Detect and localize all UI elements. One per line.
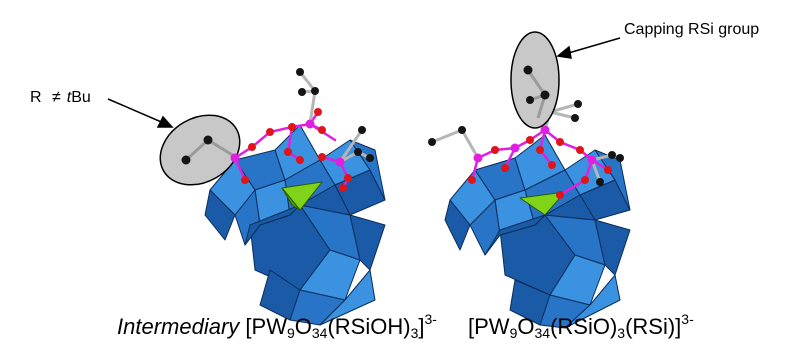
intermediary-text: Intermediary [117,314,240,339]
formula-part: [PW [245,314,287,339]
formula-sub: 9 [509,325,518,341]
capping-label: Capping RSi group [624,21,760,38]
right-caption: [PW9O34(RSiO)3(RSi)]3- [468,312,694,341]
formula-charge: 3- [424,311,437,327]
formula-part: (RSiO) [550,314,618,339]
left-polyoxometalate [204,124,386,326]
formula-sub: 34 [311,325,328,341]
formula-part: ] [418,314,425,339]
r-group-label: R ≠ tBu [30,90,91,106]
formula-sub: 34 [534,325,551,341]
r-group-atoms [181,135,235,165]
formula-part: O [517,314,535,339]
r-label-arrow [107,98,174,128]
left-atoms [230,68,374,192]
formula-part: (RSiOH) [327,314,411,339]
formula-charge: 3- [681,311,694,327]
r-symbol: R [30,89,42,106]
formula-part: O [294,314,312,339]
bu-text: Bu [71,89,91,106]
formula-sub: 3 [410,325,419,341]
t-prefix: t [66,89,72,106]
capping-group-atoms [523,65,550,119]
right-atoms [428,100,624,199]
formula-sub: 3 [617,325,626,341]
capping-label-arrow [556,37,621,59]
formula-part: (RSi)] [625,314,682,339]
formula-sub: 9 [286,325,295,341]
left-caption: Intermediary [PW9O34(RSiOH)3]3- [117,312,437,341]
formula-part: [PW [468,314,510,339]
r-group-highlight [159,114,241,186]
not-equal-symbol: ≠ [52,89,61,106]
right-polyoxometalate [444,134,631,329]
